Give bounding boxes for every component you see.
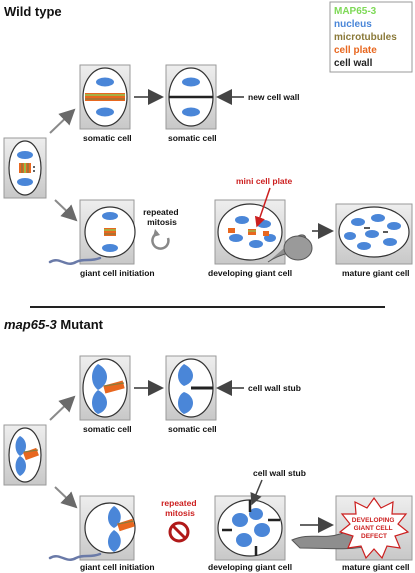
- wt-somatic-cell-2: [165, 64, 217, 130]
- nucleus-icon: [92, 364, 107, 390]
- defect-starburst: [338, 496, 410, 560]
- mut-label-somatic-cell-2: somatic cell: [168, 424, 217, 434]
- wild-type-title: Wild type: [4, 4, 62, 19]
- mutant-title-suffix: Mutant: [57, 317, 104, 332]
- mut-arrow-to-somatic: [49, 395, 76, 421]
- wt-mitosis-line: mitosis: [147, 217, 177, 227]
- wt-developing-giant-cell: [214, 199, 313, 265]
- mut-arrow-to-giant: [54, 486, 78, 509]
- wt-start-cell: [3, 137, 47, 199]
- wt-arrow-to-giant: [54, 199, 78, 222]
- nucleus-icon: [236, 533, 252, 547]
- mut-label-cell-wall-stub-2: cell wall stub: [253, 468, 306, 478]
- nucleus-icon: [108, 506, 121, 528]
- nucleus-icon: [182, 77, 200, 87]
- mut-label-mature-giant-cell: mature giant cell: [342, 562, 410, 572]
- nucleus-icon: [232, 513, 248, 527]
- defect-line-2: GIANT CELL: [354, 525, 393, 532]
- mut-arrow-cell-wall-stub-2: [250, 479, 263, 506]
- wt-mature-giant-cell: [335, 203, 413, 265]
- nucleus-icon: [249, 508, 263, 520]
- mut-giant-cell-initiation: [48, 495, 136, 561]
- nucleus-icon: [387, 222, 401, 230]
- nucleus-icon: [229, 234, 243, 242]
- legend-item-map65: MAP65-3: [334, 6, 377, 17]
- nucleus-icon: [383, 238, 397, 246]
- nucleus-icon: [178, 364, 193, 386]
- mut-developing-giant-cell: [214, 495, 286, 561]
- legend-item-nucleus: nucleus: [334, 19, 372, 30]
- wt-label-giant-cell-initiation: giant cell initiation: [80, 268, 155, 278]
- legend-item-microtubules: microtubules: [334, 32, 397, 43]
- defect-line-3: DEFECT: [361, 533, 387, 540]
- nucleus-icon: [182, 107, 200, 117]
- mutant-title: map65-3 Mutant: [4, 317, 104, 332]
- prohibited-icon: [168, 521, 190, 543]
- nucleus-icon: [357, 242, 371, 250]
- wt-label-somatic-cell-2: somatic cell: [168, 133, 217, 143]
- mut-somatic-cell-2: [165, 355, 217, 421]
- nucleus-icon: [102, 244, 118, 252]
- nucleus-icon: [108, 530, 121, 552]
- wt-somatic-cell-1: [79, 64, 131, 130]
- mut-label-repeated-mitosis: repeated mitosis: [161, 498, 199, 518]
- wt-arrow-to-somatic: [49, 108, 76, 134]
- nucleus-icon: [254, 523, 270, 537]
- cycle-icon: [151, 229, 170, 250]
- nucleus-icon: [92, 390, 107, 414]
- wt-label-mini-cell-plate: mini cell plate: [236, 176, 292, 186]
- wt-label-somatic-cell-1: somatic cell: [83, 133, 132, 143]
- nucleus-icon: [96, 77, 114, 87]
- nucleus-icon: [344, 232, 356, 240]
- nucleus-icon: [249, 240, 263, 248]
- mutant-title-gene: map65-3: [4, 317, 58, 332]
- nucleus-icon: [17, 178, 33, 186]
- legend-item-cell-plate: cell plate: [334, 45, 377, 56]
- mut-label-giant-cell-initiation: giant cell initiation: [80, 562, 155, 572]
- legend-box: [329, 1, 413, 73]
- mut-mitosis-line: mitosis: [165, 508, 195, 518]
- wt-label-repeated-mitosis: repeated mitosis: [143, 207, 181, 227]
- defect-line-1: DEVELOPING: [352, 517, 395, 524]
- nucleus-icon: [178, 392, 193, 414]
- nematode-icon: [48, 256, 102, 265]
- nucleus-icon: [371, 214, 385, 222]
- nucleus-icon: [15, 456, 26, 476]
- wt-label-new-cell-wall: new cell wall: [248, 92, 300, 102]
- nematode-icon: [48, 552, 102, 561]
- nucleus-icon: [96, 107, 114, 117]
- defect-label: DEVELOPING GIANT CELL DEFECT: [352, 517, 396, 540]
- legend-item-cell-wall: cell wall: [334, 58, 373, 69]
- wt-label-developing-giant-cell: developing giant cell: [208, 268, 292, 278]
- mut-somatic-cell-1: [79, 355, 131, 421]
- mut-mature-giant-cell: DEVELOPING GIANT CELL DEFECT: [291, 495, 413, 561]
- wt-giant-cell-initiation: [48, 199, 136, 265]
- mut-label-somatic-cell-1: somatic cell: [83, 424, 132, 434]
- nucleus-icon: [17, 151, 33, 159]
- wt-label-mature-giant-cell: mature giant cell: [342, 268, 410, 278]
- wt-repeated-line: repeated: [143, 207, 178, 217]
- mut-label-cell-wall-stub-1: cell wall stub: [248, 383, 301, 393]
- nucleus-icon: [235, 216, 249, 224]
- nucleus-icon: [15, 436, 26, 456]
- nematode-body-icon: [283, 235, 313, 261]
- mut-label-developing-giant-cell: developing giant cell: [208, 562, 292, 572]
- nucleus-icon: [351, 218, 365, 226]
- legend: MAP65-3 nucleus microtubules cell plate …: [329, 1, 413, 73]
- nucleus-icon: [365, 230, 379, 238]
- mut-repeated-line: repeated: [161, 498, 196, 508]
- mut-start-cell: [3, 424, 47, 486]
- nucleus-icon: [102, 212, 118, 220]
- wt-arrow-mini-cell-plate: [254, 187, 271, 228]
